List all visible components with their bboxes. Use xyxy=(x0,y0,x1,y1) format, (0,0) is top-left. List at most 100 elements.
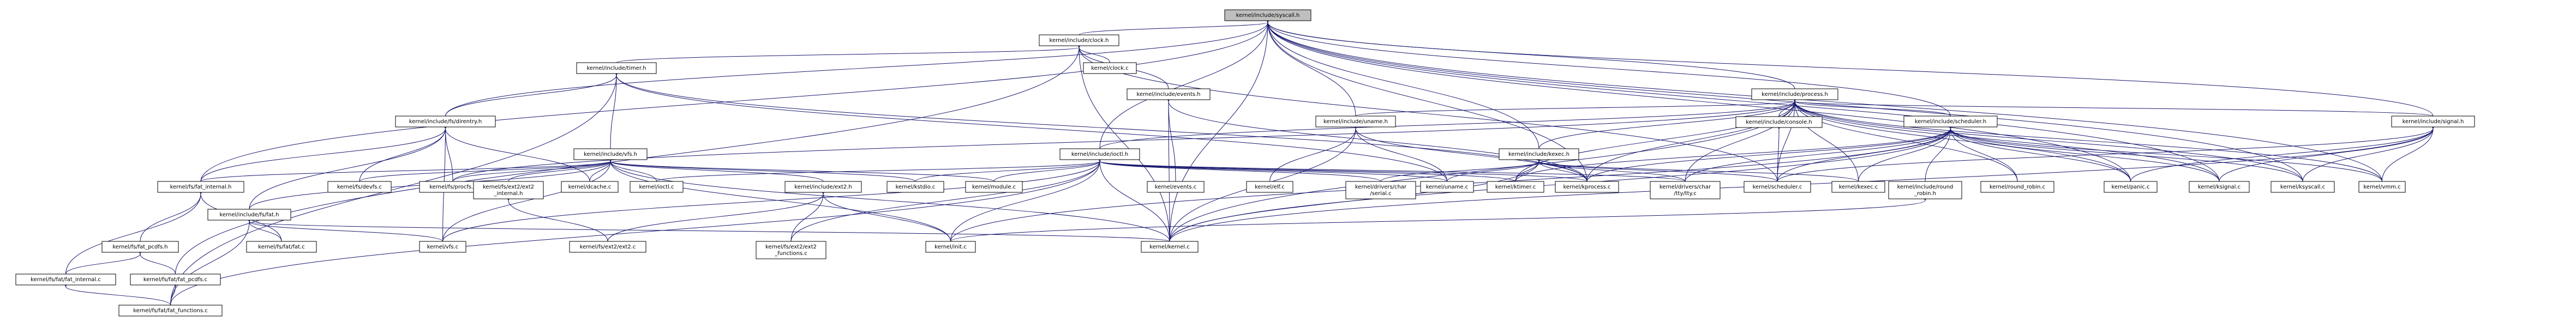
dependency-edge xyxy=(2302,125,2435,182)
node-box xyxy=(101,241,179,253)
dependency-edge xyxy=(1777,125,1953,182)
dependency-edge xyxy=(1948,125,2018,182)
dependency-edge xyxy=(452,98,1797,182)
file-node[interactable]: kernel/ktimer.c xyxy=(1487,181,1544,193)
file-node[interactable]: kernel/clock.c xyxy=(1083,62,1137,74)
dependency-edge xyxy=(1537,157,1587,182)
file-node[interactable]: kernel/include/console.h xyxy=(1735,116,1823,128)
node-box xyxy=(1744,181,1811,193)
file-node[interactable]: kernel/include/process.h xyxy=(1751,88,1838,100)
node-label: kernel/kstdio.c xyxy=(896,184,936,190)
file-node[interactable]: kernel/ksyscall.c xyxy=(2271,181,2335,193)
file-node[interactable]: kernel/include/fs/fat.h xyxy=(207,209,291,221)
file-node[interactable]: kernel/uname.c xyxy=(1420,181,1474,193)
file-node[interactable]: kernel/init.c xyxy=(925,241,976,253)
file-node[interactable]: kernel/panic.c xyxy=(2104,181,2158,193)
file-node[interactable]: kernel/elf.c xyxy=(1246,181,1293,193)
file-node[interactable]: kernel/include/vfs.h xyxy=(573,148,648,160)
file-node[interactable]: kernel/kexec.c xyxy=(1831,181,1885,193)
dependency-edge xyxy=(608,157,1170,242)
node-label: kernel/kernel.c xyxy=(1149,244,1190,250)
root-node[interactable]: kernel/include/syscall.h xyxy=(1224,9,1311,21)
file-node[interactable]: kernel/vfs.c xyxy=(419,241,466,253)
file-node[interactable]: kernel/include/signal.h xyxy=(2391,116,2475,127)
dependency-edge xyxy=(63,283,171,306)
dependency-edge xyxy=(442,157,613,242)
node-box xyxy=(246,241,317,253)
dependency-edge xyxy=(1077,44,1110,63)
file-node[interactable]: kernel/ioctl.c xyxy=(630,181,684,193)
dependency-edge xyxy=(1098,157,1516,182)
file-node[interactable]: kernel/include/fs/direntry.h xyxy=(395,116,496,127)
node-box xyxy=(118,305,223,317)
dependency-edge xyxy=(950,157,1102,242)
file-node[interactable]: kernel/kernel.c xyxy=(1141,241,1199,253)
node-box xyxy=(130,274,221,286)
file-node[interactable]: kernel/include/events.h xyxy=(1127,88,1211,100)
node-box xyxy=(2271,181,2335,193)
node-label: kernel/include/uname.h xyxy=(1323,119,1388,125)
file-node[interactable]: kernel/fs/fat/fat.c xyxy=(246,241,317,253)
node-box xyxy=(2189,181,2250,193)
file-node[interactable]: kernel/fs/ext2/ext2_functions.c xyxy=(756,241,826,259)
file-node[interactable]: kernel/fs/fat/fat_internal.c xyxy=(15,274,116,286)
node-label: kernel/include/scheduler.h xyxy=(1915,119,1986,125)
dependency-edge xyxy=(1099,98,1797,149)
node-label: kernel/ioctl.c xyxy=(639,184,674,190)
dependency-edge xyxy=(1793,98,2018,182)
file-node[interactable]: kernel/fs/procfs.c xyxy=(419,181,487,193)
dependency-edge xyxy=(170,218,251,306)
dependency-edge xyxy=(1685,125,1953,182)
file-node[interactable]: kernel/ksignal.c xyxy=(2189,181,2250,193)
node-label: kernel/scheduler.c xyxy=(1753,184,1802,190)
node-label: kernel/kexec.c xyxy=(1839,184,1878,190)
dependency-edge xyxy=(1166,98,1171,242)
file-node[interactable]: kernel/fs/ext2/ext2_internal.h xyxy=(473,181,544,199)
node-box xyxy=(1487,181,1544,193)
node-box xyxy=(327,181,392,193)
file-node[interactable]: kernel/kprocess.c xyxy=(1555,181,1619,193)
file-node[interactable]: kernel/vmm.c xyxy=(2358,181,2406,193)
file-node[interactable]: kernel/fs/fat_pcdfs.h xyxy=(101,241,179,253)
node-box xyxy=(1751,88,1838,100)
dependency-edge xyxy=(2219,125,2435,182)
file-node[interactable]: kernel/include/uname.h xyxy=(1315,116,1396,127)
node-label: kernel/include/ioctl.h xyxy=(1071,151,1128,157)
file-node[interactable]: kernel/drivers/char/tty/tty.c xyxy=(1650,181,1721,199)
dependency-edge xyxy=(2382,125,2435,182)
file-node[interactable]: kernel/kstdio.c xyxy=(886,181,944,193)
file-node[interactable]: kernel/include/kexec.h xyxy=(1499,148,1579,160)
node-label: kernel/vmm.c xyxy=(2363,184,2400,190)
node-label: kernel/include/syscall.h xyxy=(1236,13,1300,19)
file-node[interactable]: kernel/include/ioctl.h xyxy=(1059,148,1140,160)
dependency-edge xyxy=(1948,125,2220,182)
dependency-edge xyxy=(445,71,619,117)
node-label: /tty/tty.c xyxy=(1674,191,1697,197)
file-node[interactable]: kernel/module.c xyxy=(965,181,1023,193)
node-label: kernel/include/console.h xyxy=(1746,119,1812,125)
node-label: _internal.h xyxy=(494,191,523,197)
file-node[interactable]: kernel/include/timer.h xyxy=(576,62,657,74)
dependency-edge xyxy=(1793,98,1951,117)
node-box xyxy=(925,241,976,253)
file-node[interactable]: kernel/fs/ext2/ext2.c xyxy=(569,241,646,253)
dependency-edge xyxy=(1266,19,2434,117)
file-node[interactable]: kernel/include/round_robin.h xyxy=(1888,181,1962,199)
file-node[interactable]: kernel/events.c xyxy=(1147,181,1205,193)
file-node[interactable]: kernel/fs/fat/fat_pcdfs.c xyxy=(130,274,221,286)
file-node[interactable]: kernel/scheduler.c xyxy=(1744,181,1811,193)
file-node[interactable]: kernel/drivers/char/serial.c xyxy=(1345,181,1416,199)
dependency-edge xyxy=(1169,98,1797,242)
file-node[interactable]: kernel/fs/fat_internal.h xyxy=(157,181,244,193)
file-node[interactable]: kernel/round_robin.c xyxy=(1980,181,2054,193)
dependency-edge xyxy=(1858,125,1953,182)
node-label: /serial.c xyxy=(1370,191,1391,197)
file-node[interactable]: kernel/include/scheduler.h xyxy=(1903,116,1998,127)
file-node[interactable]: kernel/fs/fat/fat_functions.c xyxy=(118,305,223,317)
file-node[interactable]: kernel/include/clock.h xyxy=(1039,34,1119,46)
dependency-edge xyxy=(1515,98,1797,182)
file-node[interactable]: kernel/dcache.c xyxy=(561,181,619,193)
file-node[interactable]: kernel/include/ext2.h xyxy=(784,181,862,193)
file-node[interactable]: kernel/fs/devfs.c xyxy=(327,181,392,193)
dependency-edge xyxy=(589,157,613,182)
